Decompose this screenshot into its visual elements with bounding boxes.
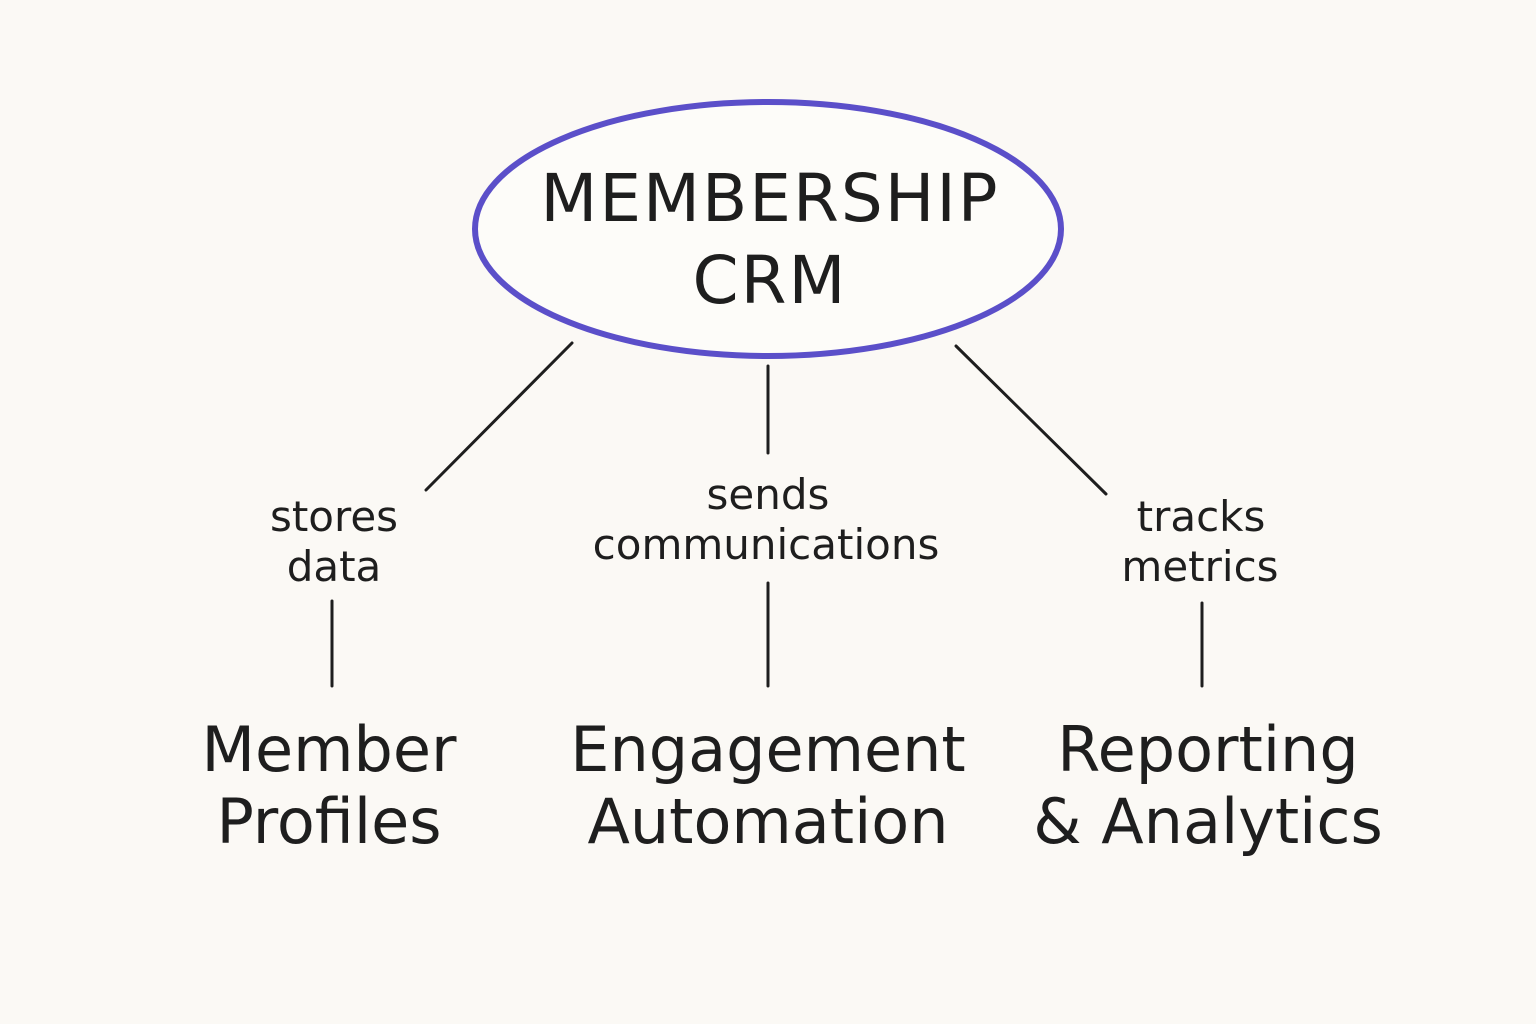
edge-label-line2: metrics <box>1121 542 1278 591</box>
center-node-label-line1: MEMBERSHIP <box>540 160 999 237</box>
edge-label-sends-communications: sends communications <box>593 470 940 569</box>
edge-label-tracks-metrics: tracks metrics <box>1121 492 1278 591</box>
edge-label-line2: communications <box>593 520 940 569</box>
connector-center-to-tracks-metrics <box>954 344 1108 496</box>
leaf-node-label-line1: Reporting <box>1057 713 1358 786</box>
edge-label-stores-data: stores data <box>270 492 398 591</box>
leaf-node-label-line1: Engagement <box>570 713 965 786</box>
leaf-node-label-line1: Member <box>201 713 457 786</box>
edge-label-line1: sends <box>707 470 830 519</box>
leaf-node-engagement-automation: Engagement Automation <box>570 713 965 858</box>
leaf-node-label-line2: Profiles <box>216 785 441 858</box>
edge-label-line1: stores <box>270 492 398 541</box>
edge-label-line1: tracks <box>1137 492 1266 541</box>
center-node-ellipse <box>472 99 1064 359</box>
edge-label-line2: data <box>287 542 382 591</box>
leaf-node-label-line2: & Analytics <box>1033 785 1383 858</box>
leaf-node-reporting-analytics: Reporting & Analytics <box>1033 713 1383 858</box>
leaf-node-label-line2: Automation <box>587 785 948 858</box>
center-node-label-line2: CRM <box>693 242 848 319</box>
connector-center-to-stores-data <box>424 341 574 492</box>
center-node: MEMBERSHIP CRM <box>472 99 1064 359</box>
leaf-node-member-profiles: Member Profiles <box>201 713 457 858</box>
